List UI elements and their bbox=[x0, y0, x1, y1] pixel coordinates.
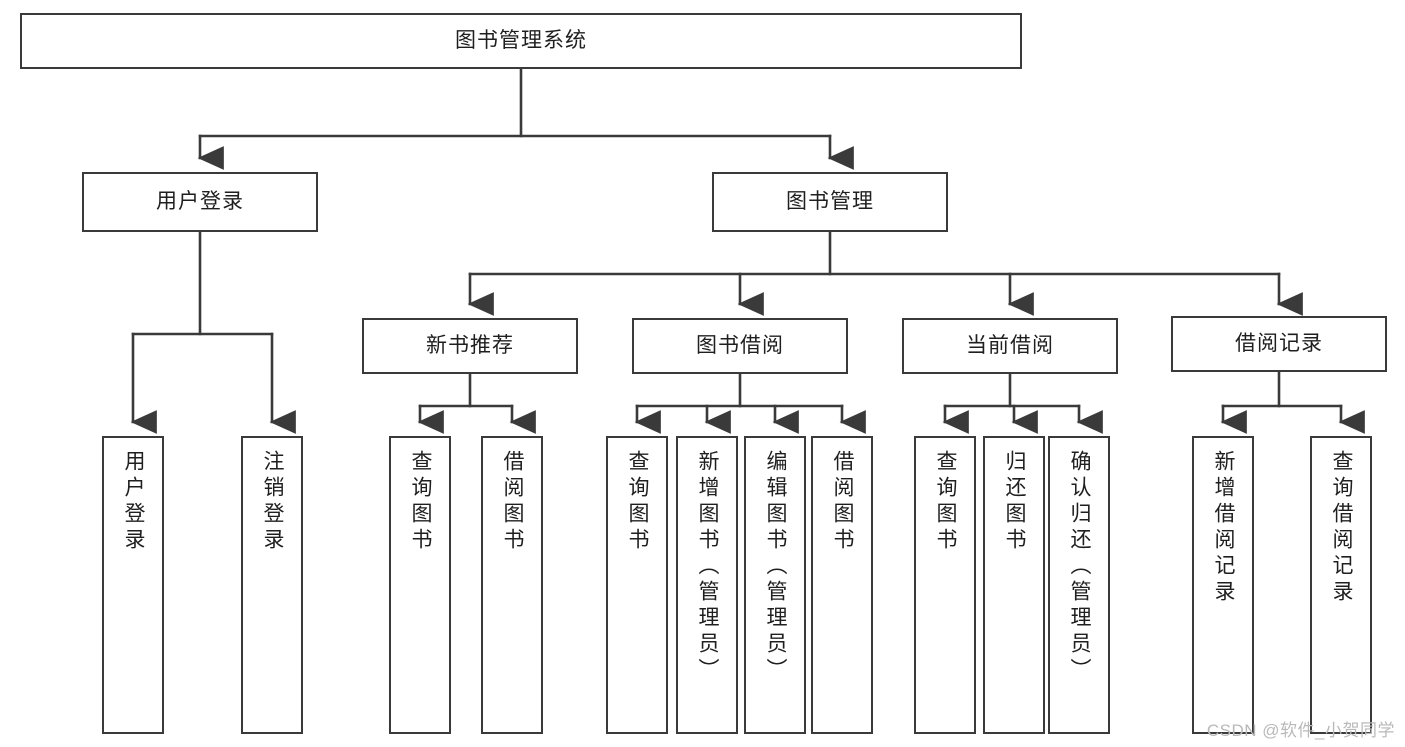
node-book-manage-label: 图书管理 bbox=[786, 189, 874, 213]
watermark-text: CSDN @软件_小贺同学 bbox=[1206, 721, 1395, 740]
node-leaf-borrow-book-1-label: 借阅图书 bbox=[501, 450, 525, 554]
node-leaf-confirm-return[interactable]: 确认归还（管理员） bbox=[1048, 436, 1110, 734]
node-leaf-query-record-label: 查询借阅记录 bbox=[1330, 450, 1354, 606]
node-leaf-borrow-book-1[interactable]: 借阅图书 bbox=[481, 436, 543, 734]
node-leaf-confirm-return-label: 确认归还（管理员） bbox=[1068, 450, 1092, 684]
node-leaf-edit-book-label: 编辑图书（管理员） bbox=[764, 450, 788, 684]
node-book-manage[interactable]: 图书管理 bbox=[712, 172, 948, 232]
node-leaf-query-book-2[interactable]: 查询图书 bbox=[606, 436, 668, 734]
node-leaf-add-record[interactable]: 新增借阅记录 bbox=[1192, 436, 1254, 734]
node-leaf-query-book-1-label: 查询图书 bbox=[409, 450, 433, 554]
node-current-borrow-label: 当前借阅 bbox=[966, 333, 1054, 357]
node-user-login-label: 用户登录 bbox=[156, 189, 244, 213]
node-leaf-add-record-label: 新增借阅记录 bbox=[1212, 450, 1236, 606]
node-leaf-return-book-label: 归还图书 bbox=[1003, 450, 1027, 554]
node-leaf-query-book-3[interactable]: 查询图书 bbox=[914, 436, 976, 734]
node-leaf-user-login[interactable]: 用户登录 bbox=[102, 436, 164, 734]
node-leaf-query-book-3-label: 查询图书 bbox=[934, 450, 958, 554]
node-leaf-return-book[interactable]: 归还图书 bbox=[983, 436, 1045, 734]
node-borrow-record-label: 借阅记录 bbox=[1235, 331, 1323, 355]
node-leaf-borrow-book-2-label: 借阅图书 bbox=[831, 450, 855, 554]
node-leaf-edit-book[interactable]: 编辑图书（管理员） bbox=[744, 436, 806, 734]
node-leaf-user-login-label: 用户登录 bbox=[122, 450, 146, 554]
node-root-label: 图书管理系统 bbox=[455, 28, 587, 52]
node-leaf-user-logout[interactable]: 注销登录 bbox=[241, 436, 303, 734]
node-leaf-user-logout-label: 注销登录 bbox=[261, 450, 285, 554]
node-book-borrow[interactable]: 图书借阅 bbox=[632, 318, 848, 374]
node-leaf-query-book-1[interactable]: 查询图书 bbox=[389, 436, 451, 734]
node-current-borrow[interactable]: 当前借阅 bbox=[902, 318, 1118, 374]
node-borrow-record[interactable]: 借阅记录 bbox=[1171, 316, 1387, 372]
node-user-login[interactable]: 用户登录 bbox=[82, 172, 318, 232]
node-leaf-add-book[interactable]: 新增图书（管理员） bbox=[676, 436, 738, 734]
node-new-book-recommend[interactable]: 新书推荐 bbox=[362, 318, 578, 374]
node-leaf-borrow-book-2[interactable]: 借阅图书 bbox=[811, 436, 873, 734]
node-leaf-query-record[interactable]: 查询借阅记录 bbox=[1310, 436, 1372, 734]
node-root[interactable]: 图书管理系统 bbox=[20, 13, 1022, 69]
node-new-book-recommend-label: 新书推荐 bbox=[426, 333, 514, 357]
node-leaf-add-book-label: 新增图书（管理员） bbox=[696, 450, 720, 684]
node-leaf-query-book-2-label: 查询图书 bbox=[626, 450, 650, 554]
node-book-borrow-label: 图书借阅 bbox=[696, 333, 784, 357]
